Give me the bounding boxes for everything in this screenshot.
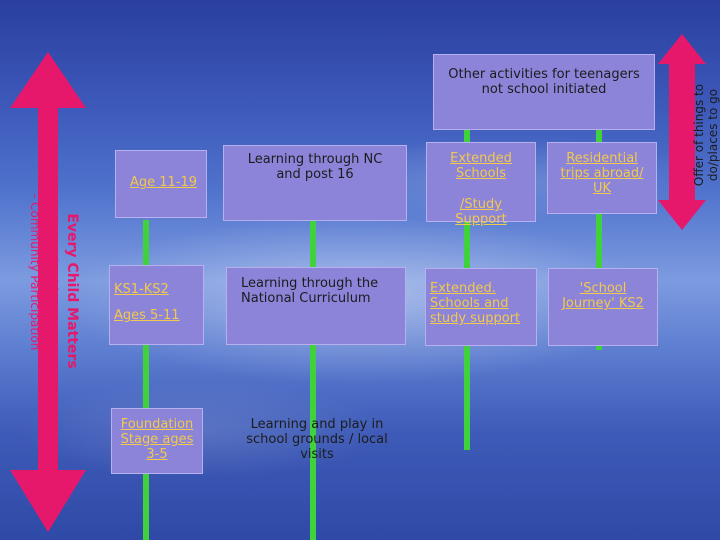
foundation-stage-box[interactable]: Foundation Stage ages 3-5 (111, 408, 203, 474)
residential-trips-box[interactable]: Residential trips abroad/ UK (547, 142, 657, 214)
age-11-19-text[interactable]: Age 11-19 (130, 175, 198, 190)
extended-study-link[interactable]: Extended. Schools and study support (430, 281, 521, 326)
connector-line-trips (596, 130, 602, 350)
right-axis-title: Youth Matters (674, 92, 690, 183)
ks1-ks2-text[interactable]: KS1-KS2 (114, 282, 169, 297)
connector-line-learning (310, 220, 316, 540)
national-curriculum-text: Learning through the National Curriculum (241, 276, 379, 306)
teen-activities-text: Other activities for teenagers not schoo… (448, 67, 640, 97)
connector-line-stage (143, 220, 149, 540)
left-axis-title: Every Child Matters (64, 213, 80, 369)
right-axis-line1: Offer of things to (692, 83, 706, 187)
ks1-ks2-box[interactable]: KS1-KS2 Ages 5-11 (109, 265, 204, 345)
school-journey-box[interactable]: 'School Journey' KS2 (548, 268, 658, 346)
extended-schools-box[interactable]: Extended Schools /Study Support (426, 142, 536, 227)
left-double-arrow (10, 52, 86, 532)
nc-post16-box: Learning through NC and post 16 (223, 145, 407, 221)
right-axis-line2: do/places to go (706, 88, 720, 182)
teen-activities-box: Other activities for teenagers not schoo… (433, 54, 655, 130)
extended-study-box[interactable]: Extended. Schools and study support (425, 268, 537, 346)
school-journey-link[interactable]: 'School Journey' KS2 (562, 281, 644, 311)
play-school-grounds-box: Learning and play in school grounds / lo… (228, 406, 406, 476)
national-curriculum-box: Learning through the National Curriculum (226, 267, 406, 345)
nc-post16-text: Learning through NC and post 16 (247, 152, 383, 182)
left-axis-line2: - Community Participation (28, 194, 42, 351)
study-support-link[interactable]: /Study Support (455, 197, 507, 227)
left-axis-line1: - Enjoy and achieve (46, 194, 60, 313)
residential-trips-link[interactable]: Residential trips abroad/ UK (560, 151, 644, 196)
right-double-arrow (658, 34, 706, 230)
play-school-grounds-text: Learning and play in school grounds / lo… (246, 417, 388, 462)
ages-5-11-text[interactable]: Ages 5-11 (114, 308, 180, 323)
foundation-stage-text[interactable]: Foundation Stage ages 3-5 (120, 417, 194, 462)
age-11-19-box[interactable]: Age 11-19 (115, 150, 207, 218)
extended-schools-link[interactable]: Extended Schools (450, 151, 512, 181)
